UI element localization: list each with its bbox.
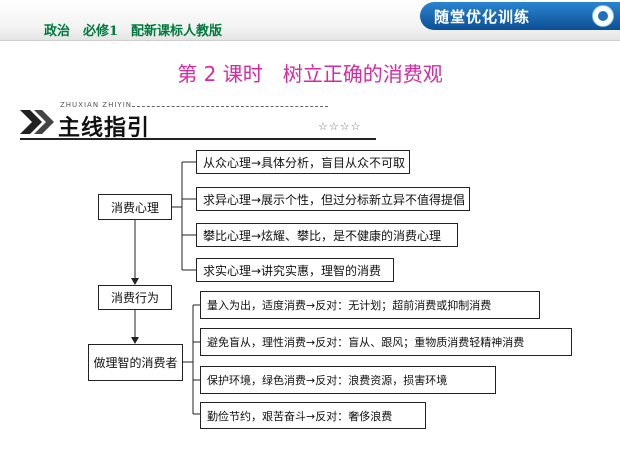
psychology-item: 从众心理→具体分析，盲目从众不可取 — [196, 150, 410, 174]
header-bar: 政治 必修1 配新课标人教版 随堂优化训练 — [0, 0, 620, 41]
brand-badge: 随堂优化训练 — [420, 2, 620, 30]
node-consumption-psychology: 消费心理 — [98, 194, 172, 220]
psychology-item: 求异心理→展示个性，但过分标新立异不值得提倡 — [196, 187, 470, 211]
section-underline — [20, 138, 376, 140]
consumer-principle-item: 避免盲从，理性消费→反对：盲从、跟风；重物质消费轻精神消费 — [200, 328, 572, 356]
psychology-item: 求实心理→讲究实惠，理智的消费 — [196, 258, 394, 282]
course-label: 政治 必修1 配新课标人教版 — [44, 24, 223, 39]
lesson-title: 第 2 课时 树立正确的消费观 — [177, 62, 443, 86]
consumer-principle-item: 保护环境，绿色消费→反对：浪费资源，损害环境 — [200, 366, 496, 394]
consumer-principle-item: 勤俭节约，艰苦奋斗→反对：奢侈浪费 — [200, 402, 426, 429]
node-consumption-behavior: 消费行为 — [98, 285, 172, 310]
section-header: ZHUXIAN ZHIYIN 主线指引 ☆☆☆☆ — [18, 98, 378, 142]
section-dash-line — [132, 106, 328, 107]
psychology-item: 攀比心理→炫耀、攀比，是不健康的消费心理 — [196, 223, 458, 247]
consumer-principle-item: 量入为出，适度消费→反对：无计划；超前消费或抑制消费 — [200, 291, 540, 319]
section-pinyin: ZHUXIAN ZHIYIN — [60, 101, 132, 109]
node-rational-consumer: 做理智的消费者 — [88, 344, 183, 381]
double-chevron-icon — [20, 110, 54, 134]
brand-logo-icon — [592, 5, 614, 27]
difficulty-stars: ☆☆☆☆ — [318, 120, 362, 133]
brand-label: 随堂优化训练 — [434, 8, 531, 26]
section-title: 主线指引 — [58, 116, 151, 141]
